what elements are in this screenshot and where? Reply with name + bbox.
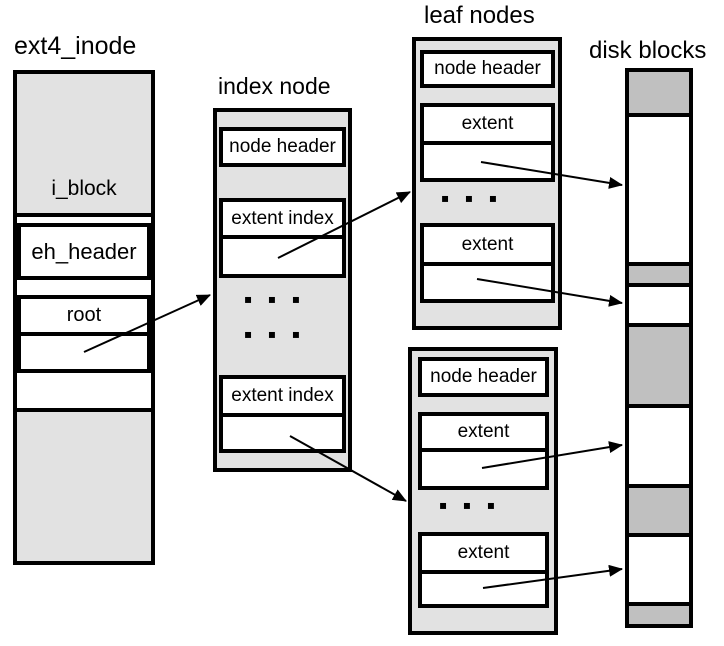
ext4-inode-box: i_block eh_header root	[13, 70, 155, 565]
disk-block-gray	[629, 262, 689, 283]
leaf-top-node-header-box: node header	[420, 50, 555, 88]
leaf-node-top-box: node header extent ▪ ▪ ▪ extent	[412, 37, 562, 330]
index-node-box: node header extent index ▪ ▪ ▪ ▪ ▪ ▪ ext…	[213, 108, 352, 472]
leaf-top-extent-1-label: extent	[461, 113, 514, 134]
disk-block-gray	[629, 323, 689, 404]
extent-index-1-label: extent index	[231, 207, 334, 229]
inode-bottom-gray-region	[17, 412, 151, 561]
disk-blocks-title: disk blocks	[589, 37, 707, 64]
root-box: root	[17, 295, 151, 373]
index-node-title: index node	[218, 73, 331, 99]
leaf-bottom-extent-box-2: extent	[418, 532, 549, 608]
leaf-bottom-node-header-box: node header	[418, 357, 549, 397]
leaf-bottom-extent-2-row: extent	[422, 536, 545, 574]
leaf-top-extent-box-1: extent	[420, 103, 555, 182]
leaf-bottom-extent-1-empty-row	[422, 452, 545, 486]
extent-index-2-label: extent index	[231, 385, 334, 406]
index-node-ellipsis-2: ▪ ▪ ▪	[243, 327, 307, 341]
ext4-inode-title: ext4_inode	[14, 32, 137, 60]
root-empty-row	[21, 336, 147, 369]
disk-block-white	[629, 533, 689, 602]
index-node-header-box: node header	[219, 127, 346, 167]
extent-index-box-1: extent index	[219, 198, 346, 278]
leaf-top-node-header-label: node header	[434, 58, 541, 79]
extent-index-2-row: extent index	[223, 379, 342, 417]
disk-blocks-column	[625, 68, 693, 628]
i-block-label: i_block	[51, 177, 117, 200]
extent-index-1-row: extent index	[223, 202, 342, 239]
disk-block-white	[629, 113, 689, 262]
root-label: root	[66, 304, 102, 326]
leaf-top-extent-2-label: extent	[461, 233, 514, 255]
disk-block-white	[629, 404, 689, 484]
eh-header-label: eh_header	[31, 238, 137, 264]
leaf-bottom-node-header-label: node header	[430, 366, 537, 387]
root-row: root	[21, 299, 147, 336]
extent-index-box-2: extent index	[219, 375, 346, 453]
eh-header-box: eh_header	[17, 223, 151, 280]
leaf-bottom-extent-1-label: extent	[457, 421, 510, 442]
index-node-ellipsis-1: ▪ ▪ ▪	[243, 292, 307, 306]
leaf-bottom-extent-box-1: extent	[418, 412, 549, 490]
leaf-top-extent-2-row: extent	[424, 227, 551, 266]
leaf-top-extent-box-2: extent	[420, 223, 555, 303]
leaf-bottom-extent-2-empty-row	[422, 574, 545, 604]
leaf-bottom-ellipsis: ▪ ▪ ▪	[438, 498, 502, 512]
disk-block-gray	[629, 602, 689, 624]
inode-divider-bottom	[17, 408, 151, 412]
leaf-top-extent-1-empty-row	[424, 145, 551, 178]
disk-block-gray	[629, 72, 689, 113]
disk-block-white	[629, 283, 689, 323]
leaf-node-bottom-box: node header extent ▪ ▪ ▪ extent	[408, 347, 558, 635]
leaf-nodes-title: leaf nodes	[424, 2, 535, 29]
leaf-top-extent-1-row: extent	[424, 107, 551, 145]
inode-divider-top	[17, 213, 151, 217]
i-block-region: i_block	[17, 74, 151, 213]
leaf-top-ellipsis: ▪ ▪ ▪	[440, 191, 504, 205]
extent-index-1-empty-row	[223, 239, 342, 274]
leaf-bottom-extent-1-row: extent	[422, 416, 545, 452]
leaf-top-extent-2-empty-row	[424, 266, 551, 299]
leaf-bottom-extent-2-label: extent	[457, 542, 510, 563]
disk-block-gray	[629, 484, 689, 533]
index-node-header-label: node header	[229, 136, 336, 157]
extent-index-2-empty-row	[223, 417, 342, 449]
